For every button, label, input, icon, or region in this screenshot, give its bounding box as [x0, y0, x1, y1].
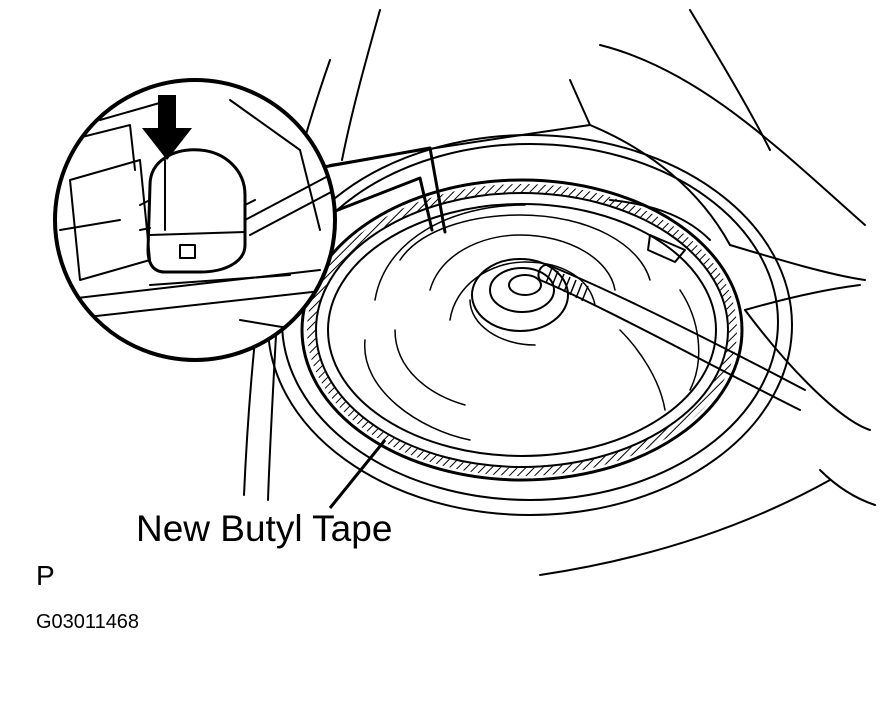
corrugated-hose — [537, 199, 806, 411]
view-letter: P — [36, 560, 55, 591]
tire-hub — [469, 258, 569, 346]
spare-tire — [300, 178, 744, 482]
figure-id: G03011468 — [36, 611, 140, 633]
zoom-lead-lines — [316, 146, 447, 509]
callout-label: New Butyl Tape — [136, 508, 393, 549]
detail-circle — [53, 78, 337, 362]
push-arrow-icon — [142, 95, 192, 160]
body-panel-lines — [243, 9, 876, 576]
